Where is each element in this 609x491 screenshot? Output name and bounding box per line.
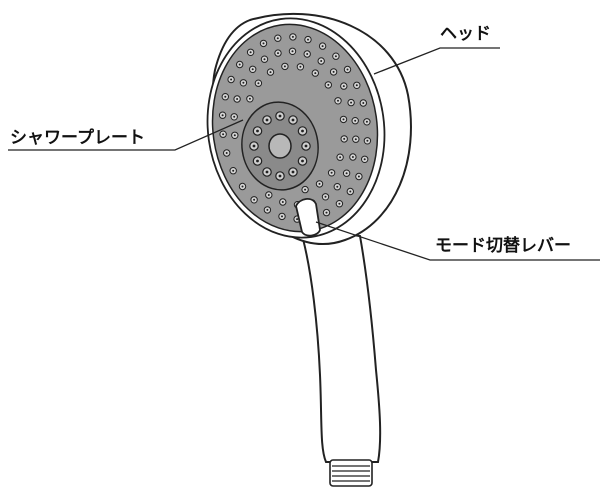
nozzle-hole	[281, 201, 284, 203]
thread-lines	[332, 465, 370, 482]
nozzle-hole	[242, 81, 245, 84]
ring-nozzle-hole	[291, 170, 295, 174]
ring-nozzle-hole	[301, 129, 304, 133]
nozzle-hole	[365, 120, 368, 123]
nozzle-hole	[350, 101, 353, 104]
nozzle-hole	[325, 211, 328, 214]
label-head: ヘッド	[440, 24, 491, 44]
mode-lever[interactable]	[295, 198, 321, 237]
leader-lines	[8, 47, 600, 261]
nozzle-hole	[291, 35, 294, 38]
nozzle-hole	[343, 137, 346, 140]
nozzle-hole	[354, 119, 357, 122]
nozzle-hole	[339, 156, 342, 159]
nozzle-hole	[233, 134, 236, 137]
nozzle-hole	[320, 60, 323, 62]
ring-nozzle-hole	[256, 159, 259, 163]
ring-nozzle-hole	[278, 114, 282, 118]
ring-nozzle-hole	[278, 174, 282, 178]
ring-nozzle-hole	[301, 159, 304, 163]
leader-head	[373, 47, 500, 75]
nozzle-hole	[327, 83, 330, 86]
ring-nozzle-hole	[265, 170, 269, 174]
hose-connector	[329, 459, 373, 487]
ring-nozzle-hole	[291, 118, 295, 122]
nozzle-hole	[334, 55, 337, 58]
nozzle-hole	[349, 190, 352, 193]
nozzle-hole	[251, 68, 254, 71]
nozzle-hole	[263, 58, 266, 61]
nozzle-hole	[267, 194, 270, 196]
nozzle-hole	[337, 99, 339, 102]
nozzle-hole	[253, 198, 256, 201]
nozzle-hole	[236, 98, 239, 100]
nozzle-hole	[221, 114, 224, 117]
nozzle-hole	[266, 208, 269, 211]
nozzle-hole	[342, 85, 345, 88]
nozzle-hole	[354, 138, 357, 141]
leader-shower-plate	[8, 119, 244, 151]
nozzle-hole	[232, 169, 235, 172]
nozzle-hole	[355, 84, 358, 87]
nozzle-hole	[225, 152, 228, 154]
nozzle-hole	[324, 195, 327, 198]
handle	[298, 226, 382, 463]
ring-nozzle-hole	[304, 144, 308, 148]
nozzle-hole	[362, 102, 365, 104]
nozzle-hole	[299, 65, 302, 68]
nozzle-hole	[230, 78, 233, 81]
nozzle-hole	[306, 53, 309, 55]
nozzle-hole	[291, 50, 294, 53]
nozzle-hole	[351, 156, 354, 158]
nozzle-hole	[241, 185, 244, 188]
nozzle-hole	[248, 97, 251, 100]
ring-nozzle-hole	[252, 144, 256, 148]
center-ring-nozzles	[249, 111, 311, 181]
nozzle-hole	[332, 70, 335, 73]
ring-nozzle-hole	[256, 129, 259, 133]
nozzle-hole	[222, 133, 225, 136]
nozzle-hole	[304, 188, 307, 191]
nozzle-hole	[330, 171, 333, 174]
label-shower-plate: シャワープレート	[10, 128, 145, 148]
leader-mode-lever	[315, 221, 600, 261]
nozzle-hole	[366, 139, 369, 142]
nozzle-hole	[238, 63, 241, 66]
nozzle-hole	[277, 52, 279, 55]
nozzle-hole	[342, 118, 345, 121]
nozzle-hole	[269, 71, 272, 74]
center-hub	[268, 133, 292, 159]
nozzle-hole	[224, 95, 227, 98]
nozzle-hole	[296, 218, 299, 221]
nozzle-hole	[357, 175, 360, 178]
nozzle-hole	[346, 68, 349, 71]
nozzle-hole	[338, 202, 341, 205]
nozzle-hole	[318, 182, 321, 185]
nozzle-hole	[321, 45, 324, 48]
nozzle-hole	[336, 185, 339, 188]
nozzle-hole	[363, 158, 366, 161]
nozzle-hole	[262, 42, 265, 45]
nozzle-hole	[283, 65, 286, 68]
nozzle-hole	[249, 51, 252, 54]
nozzle-hole	[257, 82, 260, 85]
ring-nozzle-hole	[265, 118, 269, 122]
nozzle-hole	[345, 172, 348, 175]
nozzle-hole	[276, 37, 279, 40]
nozzle-hole	[281, 215, 283, 218]
nozzle-hole	[307, 38, 309, 41]
nozzle-hole	[314, 72, 317, 75]
label-mode-lever: モード切替レバー	[435, 236, 571, 256]
nozzle-hole	[233, 115, 236, 118]
